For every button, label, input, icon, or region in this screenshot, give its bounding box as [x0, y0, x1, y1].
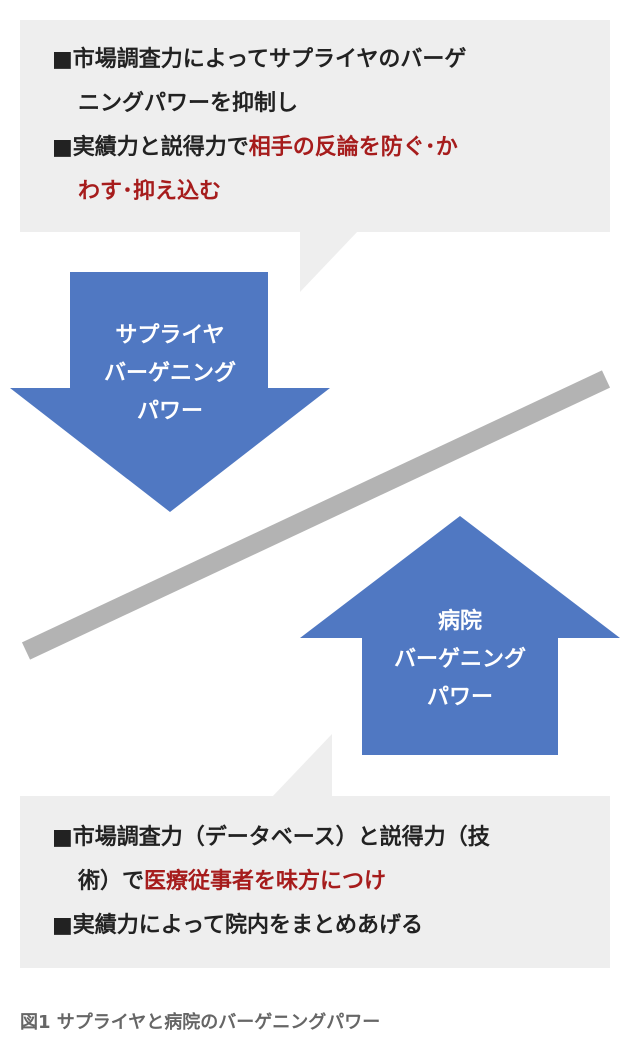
hospital-arrow-label: 病院 バーゲニング パワー — [360, 603, 560, 717]
supplier-callout: ■市場調査力によってサプライヤのバーゲ ニングパワーを抑制し ■実績力と説得力で… — [20, 20, 610, 232]
supplier-callout-line-3-prefix: ■実績力と説得力で — [52, 135, 249, 160]
hospital-callout-line-2-prefix: 術）で — [78, 869, 145, 894]
hospital-arrow-label-line-1: 病院 — [437, 609, 482, 634]
hospital-arrow-label-line-3: パワー — [426, 685, 493, 710]
supplier-callout-line-3-highlight: 相手の反論を防ぐ･か — [248, 135, 458, 160]
supplier-callout-line-2: ニングパワーを抑制し — [78, 91, 299, 116]
supplier-arrow-label: サプライヤ バーゲニング パワー — [70, 317, 270, 431]
supplier-down-arrow — [10, 272, 330, 512]
supplier-callout-line-3: ■実績力と説得力で相手の反論を防ぐ･か — [52, 126, 590, 170]
supplier-callout-line-1: ■市場調査力によってサプライヤのバーゲ — [52, 47, 467, 72]
supplier-arrow-label-line-2: バーゲニング — [103, 361, 236, 386]
hospital-callout-line-1: ■市場調査力（データベース）と説得力（技 — [52, 825, 490, 850]
hospital-callout: ■市場調査力（データベース）と説得力（技 術）で医療従事者を味方につけ ■実績力… — [20, 796, 610, 968]
bottom-callout-tail — [272, 734, 332, 797]
hospital-arrow-label-line-2: バーゲニング — [393, 647, 526, 672]
hospital-callout-line-3: ■実績力によって院内をまとめあげる — [52, 913, 424, 938]
balance-bar — [21, 370, 611, 660]
supplier-arrow-label-line-1: サプライヤ — [115, 323, 225, 348]
supplier-arrow-label-line-3: パワー — [136, 399, 203, 424]
hospital-up-arrow — [300, 516, 620, 755]
supplier-callout-line-4: わす･抑え込む — [78, 179, 222, 204]
hospital-callout-line-2-highlight: 医療従事者を味方につけ — [144, 869, 387, 894]
hospital-callout-line-2: 術）で医療従事者を味方につけ — [52, 860, 590, 904]
figure-caption: 図1 サプライヤと病院のバーゲニングパワー — [20, 1012, 381, 1033]
top-callout-tail — [300, 231, 358, 292]
